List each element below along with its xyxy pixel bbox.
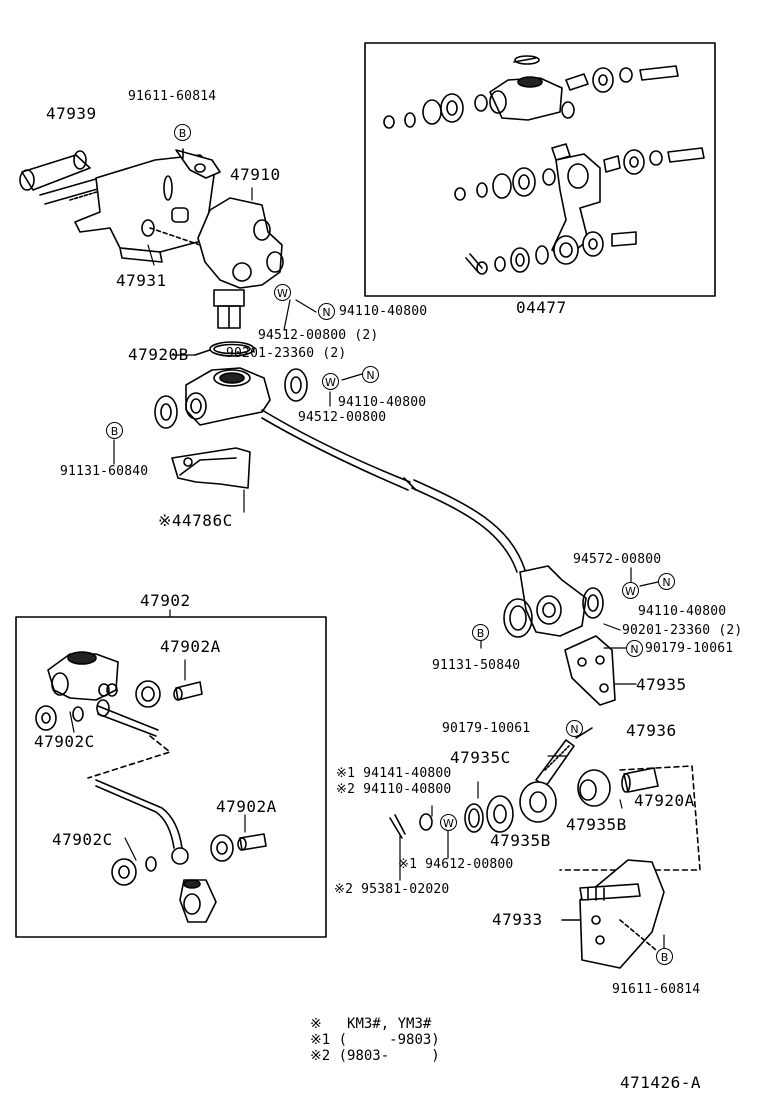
part-label-94110-b: 94110-40800 xyxy=(338,395,427,410)
bolt-symbol: B xyxy=(106,422,123,439)
leader-lines xyxy=(69,187,665,949)
part-label-91611-top: 91611-60814 xyxy=(128,89,217,104)
bolt-symbol: B xyxy=(174,124,191,141)
part-label-47910: 47910 xyxy=(230,165,281,184)
part-label-94612: ※1 94612-00800 xyxy=(398,857,514,872)
part-label-47902C-top: 47902C xyxy=(34,732,95,751)
leader-47936 xyxy=(575,727,593,739)
part-label-94512-b: 94512-00800 xyxy=(298,410,387,425)
part-label-47920B: 47920B xyxy=(128,345,189,364)
part-label-47936: 47936 xyxy=(626,721,677,740)
cable-head-upper xyxy=(154,367,308,429)
part-label-91611-bot: 91611-60814 xyxy=(612,982,701,997)
nut-symbol: N xyxy=(658,573,675,590)
part-label-47935B-b: 47935B xyxy=(490,831,551,850)
part-label-47935B-a: 47935B xyxy=(566,815,627,834)
part-label-91131-b: 91131-50840 xyxy=(432,658,521,673)
part-label-94141: ※1 94141-40800 xyxy=(336,766,452,781)
kit-47902-parts xyxy=(35,651,267,923)
part-label-47902C-bot: 47902C xyxy=(52,830,113,849)
control-cable xyxy=(261,409,526,573)
bracket-47933 xyxy=(579,859,665,969)
bracket-47935 xyxy=(564,635,616,706)
part-label-44786C: ※44786C xyxy=(158,511,233,530)
part-label-90179-a: 90179-10061 xyxy=(645,641,734,656)
part-label-47935C: 47935C xyxy=(450,748,511,767)
part-label-90201-b: 90201-23360 (2) xyxy=(622,623,743,638)
bracket-44786C xyxy=(171,447,251,489)
part-label-90179-b: 90179-10061 xyxy=(442,721,531,736)
nut-symbol: N xyxy=(626,640,643,657)
clip-47920B xyxy=(194,341,255,357)
part-label-47920A: 47920A xyxy=(634,791,695,810)
part-label-94572: 94572-00800 xyxy=(573,552,662,567)
nut-symbol: N xyxy=(566,720,583,737)
note-before: ※1 ( -9803) xyxy=(310,1032,440,1048)
washer-symbol: W xyxy=(440,814,457,831)
nut-symbol: N xyxy=(362,366,379,383)
part-label-90201-a: 90201-23360 (2) xyxy=(226,346,347,361)
bolt-symbol: B xyxy=(472,624,489,641)
cable-head-lower xyxy=(503,565,604,638)
part-label-94110-d: ※2 94110-40800 xyxy=(336,782,452,797)
part-label-04477: 04477 xyxy=(516,298,567,317)
kit-47902-box xyxy=(15,616,327,938)
part-label-47902: 47902 xyxy=(140,591,191,610)
part-label-91131-a: 91131-60840 xyxy=(60,464,149,479)
bolt-symbol: B xyxy=(656,948,673,965)
part-label-95381: ※2 95381-02020 xyxy=(334,882,450,897)
part-label-47902A-top: 47902A xyxy=(160,637,221,656)
diagram-id: 471426-A xyxy=(620,1073,702,1092)
washer-symbol: W xyxy=(274,284,291,301)
part-label-47939: 47939 xyxy=(46,104,97,123)
valve-47910 xyxy=(197,197,284,329)
part-label-94512-a: 94512-00800 (2) xyxy=(258,328,379,343)
part-label-47933: 47933 xyxy=(492,910,543,929)
lever-47936 xyxy=(389,739,659,839)
kit-04477-parts xyxy=(383,55,705,275)
nut-symbol: N xyxy=(318,303,335,320)
part-label-47931: 47931 xyxy=(116,271,167,290)
part-label-94110-a: 94110-40800 xyxy=(339,304,428,319)
note-after: ※2 (9803- ) xyxy=(310,1048,440,1064)
washer-symbol: W xyxy=(322,373,339,390)
note-model: ※ KM3#, YM3# xyxy=(310,1016,432,1032)
part-label-47902A-bot: 47902A xyxy=(216,797,277,816)
washer-symbol: W xyxy=(622,582,639,599)
part-label-94110-c: 94110-40800 xyxy=(638,604,727,619)
part-label-47935: 47935 xyxy=(636,675,687,694)
